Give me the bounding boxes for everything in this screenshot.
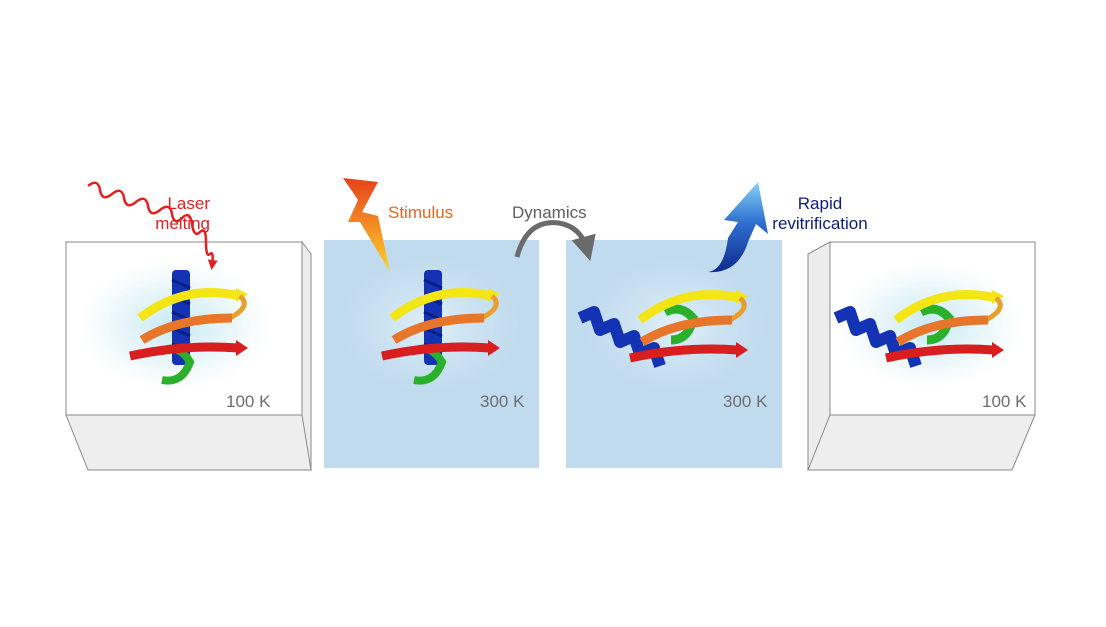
label-stimulus: Stimulus xyxy=(388,203,454,222)
label-laser-melting: Laser melting xyxy=(140,194,210,234)
stage-box-4 xyxy=(807,241,1036,471)
label-rapid-revitrification: Rapid revitrification xyxy=(768,194,872,234)
temperature-label-3: 300 K xyxy=(723,392,768,411)
label-rapid-line1: Rapid xyxy=(797,194,843,213)
protein-folded-1 xyxy=(129,270,248,385)
protein-unfolded-2 xyxy=(833,289,1004,368)
protein-folded-2 xyxy=(381,270,500,385)
temperature-label-4: 100 K xyxy=(982,392,1027,411)
label-laser-line1: Laser xyxy=(167,194,210,213)
temperature-label-1: 100 K xyxy=(226,392,271,411)
label-laser-line2: melting xyxy=(155,214,210,233)
temperature-label-2: 300 K xyxy=(480,392,525,411)
curved-arrow-icon xyxy=(514,220,596,262)
protein-unfolded-1 xyxy=(577,289,748,368)
stage-box-2 xyxy=(324,240,539,468)
stage-box-3 xyxy=(566,240,782,468)
wavy-laser-arrow-icon xyxy=(87,181,218,270)
lightning-bolt-icon xyxy=(343,178,390,272)
label-rapid-line2: revitrification xyxy=(772,214,868,233)
label-dynamics: Dynamics xyxy=(512,203,587,222)
up-arrow-icon xyxy=(708,182,768,273)
stage-box-1 xyxy=(65,240,312,472)
